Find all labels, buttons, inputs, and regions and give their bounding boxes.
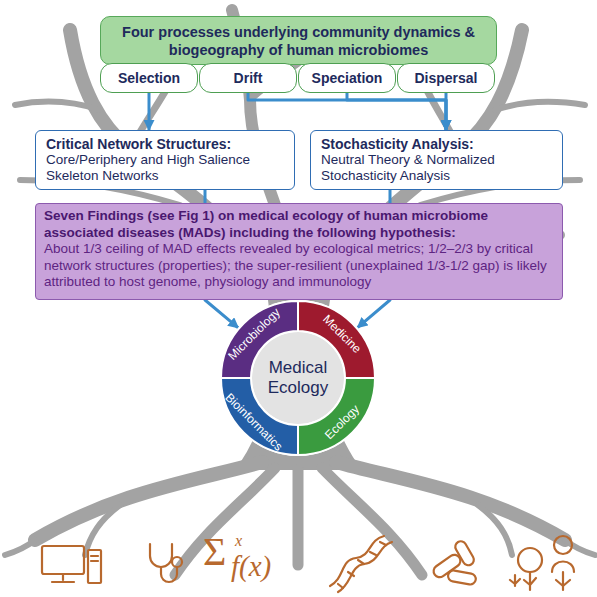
process-tab: Selection [100,63,198,93]
tree-root [565,540,595,555]
tree-icon [524,572,536,590]
process-label: Selection [118,70,180,86]
flow-arrow [248,93,446,130]
tree-roots [5,462,595,575]
process-label: Drift [234,70,263,86]
tree-icon [518,548,542,572]
segment-arc [298,301,375,378]
tree-root [336,462,565,540]
medical-ecology-circle: Medical EcologyMicrobiologyMedicineBioin… [220,300,376,456]
computer-icon [42,546,84,574]
inner-circle [252,332,344,424]
box-body: Core/Periphery and High Salience Skeleto… [46,152,284,184]
tree-branch [15,102,100,110]
box-body: Neutral Theory & Normalized Stochasticit… [321,152,552,184]
process-label: Dispersal [414,70,477,86]
process-label: Speciation [312,70,383,86]
tree-icon [510,575,520,586]
math-symbol: f(x) [231,552,271,581]
bottom-icons [42,536,574,592]
flow-arrow [347,93,446,130]
tree-root [5,540,35,555]
box-heading: Critical Network Structures: [46,136,284,152]
computer-icon [88,550,101,583]
dna-icon [338,542,392,592]
dna-icon [330,536,384,586]
center-label: Medical Ecology [256,358,340,398]
segment-arc [221,378,298,455]
stethoscope-icon [161,567,177,582]
tree-branches [15,10,585,320]
flow-arrow [148,93,151,130]
analysis-box: Stochasticity Analysis:Neutral Theory & … [310,130,563,190]
findings-body: About 1/3 ceiling of MAD effects reveale… [44,241,554,291]
computer-icon [91,556,98,561]
bacteria-icon [447,570,476,586]
tree-root [478,505,512,555]
stethoscope-icon [150,544,172,567]
math-symbol: Σ [203,532,226,572]
stethoscope-icon [172,557,182,567]
outer-circle [220,300,376,456]
bacteria-icon [453,539,476,567]
findings-heading: Seven Findings (see Fig 1) on medical ec… [44,208,554,241]
findings-box: Seven Findings (see Fig 1) on medical ec… [35,203,563,300]
tree-icon [552,562,574,591]
tree-root [293,470,304,565]
tree-icon [554,536,572,554]
process-header-box: Four processes underlying community dyna… [100,16,497,65]
process-tab: Dispersal [397,63,495,93]
tree-root [85,505,120,555]
process-tab: Drift [199,63,297,93]
process-tab: Speciation [298,63,396,93]
header-text: Four processes underlying community dyna… [109,23,488,59]
box-heading: Stochasticity Analysis: [321,136,552,152]
tree-root [35,462,262,540]
computer-icon [52,574,74,582]
segment-arc [221,301,298,378]
tree-branch [495,102,585,110]
analysis-box: Critical Network Structures:Core/Periphe… [35,130,295,190]
math-symbol: x [235,533,242,549]
flow-arrow [445,93,448,130]
segment-arc [298,378,375,455]
dna-icon [338,542,386,588]
